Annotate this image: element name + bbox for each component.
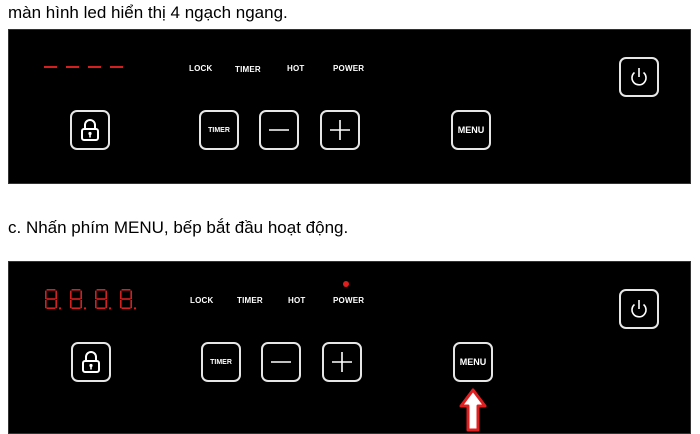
led-segment <box>70 290 72 299</box>
led-segment <box>70 299 72 309</box>
led-dash <box>110 66 123 68</box>
menu-button[interactable]: MENU <box>451 110 491 150</box>
caption-top: màn hình led hiển thị 4 ngạch ngang. <box>8 3 288 22</box>
timer-button-label: TIMER <box>210 358 232 366</box>
minus-button[interactable] <box>259 110 299 150</box>
power-button[interactable] <box>619 289 659 329</box>
led-segment <box>80 299 82 309</box>
plus-button[interactable] <box>322 342 362 382</box>
led-segment <box>71 307 81 309</box>
power-icon <box>627 65 651 89</box>
timer-button[interactable]: TIMER <box>199 110 239 150</box>
plus-button[interactable] <box>320 110 360 150</box>
caption-middle: c. Nhấn phím MENU, bếp bắt đầu hoạt động… <box>8 218 349 237</box>
led-segment <box>45 290 47 299</box>
led-segment <box>130 299 132 309</box>
menu-button[interactable]: MENU <box>453 342 493 382</box>
led-segment <box>55 299 57 309</box>
led-decimal-point <box>59 307 61 310</box>
led-segment <box>105 290 107 299</box>
led-segment <box>96 298 106 300</box>
led-segment <box>71 289 81 291</box>
led-segment <box>55 290 57 299</box>
led-segment <box>121 307 131 309</box>
indicator-hot: HOT <box>287 64 305 73</box>
up-arrow-icon <box>459 388 487 432</box>
led-segment <box>95 290 97 299</box>
indicator-hot: HOT <box>288 296 306 305</box>
lock-icon <box>79 118 101 142</box>
power-icon <box>627 297 651 321</box>
indicator-timer: TIMER <box>237 296 263 305</box>
lock-button[interactable] <box>70 110 110 150</box>
led-segment <box>71 298 81 300</box>
menu-button-label: MENU <box>457 125 485 135</box>
indicator-power: POWER <box>333 296 365 305</box>
power-button[interactable] <box>619 57 659 97</box>
power-indicator-led <box>343 281 349 287</box>
indicator-timer: TIMER <box>235 65 261 74</box>
led-decimal-point <box>134 307 136 310</box>
timer-button[interactable]: TIMER <box>201 342 241 382</box>
led-segment <box>105 299 107 309</box>
minus-icon <box>267 118 291 142</box>
control-panel-before: LOCK TIMER HOT POWER TIMER MENU <box>8 29 691 184</box>
minus-button[interactable] <box>261 342 301 382</box>
timer-button-label: TIMER <box>208 126 230 134</box>
led-dash <box>44 66 57 68</box>
led-segment <box>46 289 56 291</box>
led-segment <box>120 290 122 299</box>
led-display-digits <box>43 287 143 311</box>
plus-icon <box>330 350 354 374</box>
led-segment <box>121 298 131 300</box>
led-segment <box>95 299 97 309</box>
indicator-lock: LOCK <box>189 64 213 73</box>
led-segment <box>45 299 47 309</box>
led-segment <box>96 307 106 309</box>
menu-button-label: MENU <box>459 357 487 367</box>
led-segment <box>46 307 56 309</box>
led-segment <box>130 290 132 299</box>
led-dash <box>88 66 101 68</box>
led-segment <box>120 299 122 309</box>
led-decimal-point <box>109 307 111 310</box>
led-segment <box>96 289 106 291</box>
plus-icon <box>328 118 352 142</box>
led-dash <box>66 66 79 68</box>
seven-segment-display <box>45 289 136 310</box>
indicator-lock: LOCK <box>190 296 214 305</box>
lock-button[interactable] <box>71 342 111 382</box>
led-display-dashes <box>44 66 123 68</box>
control-panel-after: LOCK TIMER HOT POWER TIMER MENU <box>8 261 691 434</box>
led-segment <box>46 298 56 300</box>
led-segment <box>80 290 82 299</box>
lock-icon <box>80 350 102 374</box>
minus-icon <box>269 350 293 374</box>
led-segment <box>121 289 131 291</box>
led-decimal-point <box>84 307 86 310</box>
indicator-power: POWER <box>333 64 365 73</box>
